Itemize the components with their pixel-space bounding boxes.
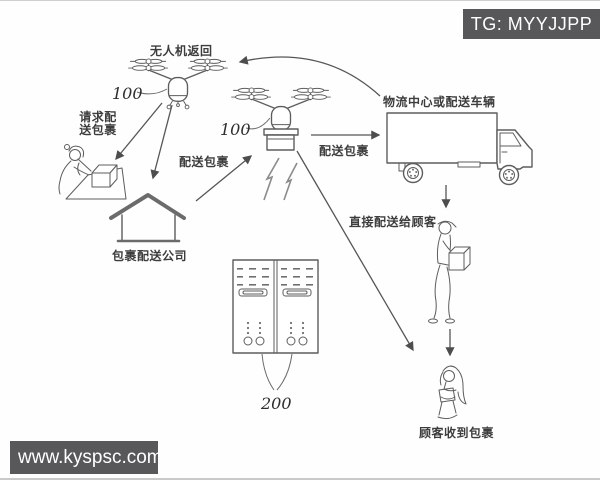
flow-arrows xyxy=(115,55,455,357)
telegram-badge: TG: MYYJJPP xyxy=(463,9,600,39)
label-drone2-ref: 100 xyxy=(220,120,251,139)
label-locker-ref: 200 xyxy=(261,394,292,413)
courier-figure xyxy=(428,220,471,324)
label-deliver-package-left: 配送包裹 xyxy=(179,155,230,169)
truck-icon xyxy=(386,112,533,186)
arrow-company-to-drone xyxy=(195,155,253,202)
locker-ref-leader xyxy=(261,353,293,391)
label-deliver-package-right: 配送包裹 xyxy=(319,144,370,158)
label-drone1-ref: 100 xyxy=(112,84,143,103)
label-drone-return: 无人机返回 xyxy=(150,44,213,58)
label-direct-delivery: 直接配送给顾客 xyxy=(349,215,437,229)
label-logistics-center: 物流中心或配送车辆 xyxy=(383,95,496,109)
company-house-icon xyxy=(109,193,186,243)
package-icon-on-drone xyxy=(263,128,299,151)
drone-icon-returning xyxy=(127,58,229,110)
locker-keypads xyxy=(243,321,308,346)
label-request-delivery: 请求配 送包裹 xyxy=(74,111,122,137)
drone1-ref-leader xyxy=(136,88,168,95)
label-request-delivery-line1: 请求配 xyxy=(79,110,117,124)
signal-lightning-icon xyxy=(263,157,298,201)
box-on-desk-icon xyxy=(91,164,118,188)
label-customer-received: 顾客收到包裹 xyxy=(419,426,495,440)
customer-figure xyxy=(437,365,467,420)
arrow-drone-return xyxy=(238,55,381,97)
label-request-delivery-line2: 送包裹 xyxy=(79,123,117,137)
drone2-ref-leader xyxy=(245,117,271,130)
truck-rear-wheel xyxy=(402,162,424,184)
locker-cabinet-icon xyxy=(232,259,319,391)
arrow-drone-to-company xyxy=(150,104,173,180)
courier-box-icon xyxy=(448,246,471,271)
truck-front-wheel xyxy=(498,164,520,186)
requester-figure xyxy=(58,144,127,200)
label-delivery-company: 包裹配送公司 xyxy=(112,249,188,263)
arrow-drone-to-requester xyxy=(115,102,163,161)
locker-vent-dashes xyxy=(237,268,313,286)
arrow-drone-to-customer xyxy=(296,150,414,352)
drone-icon-delivering xyxy=(230,87,332,139)
website-badge: www.kyspsc.com xyxy=(10,441,163,474)
locker-slots xyxy=(238,288,312,297)
